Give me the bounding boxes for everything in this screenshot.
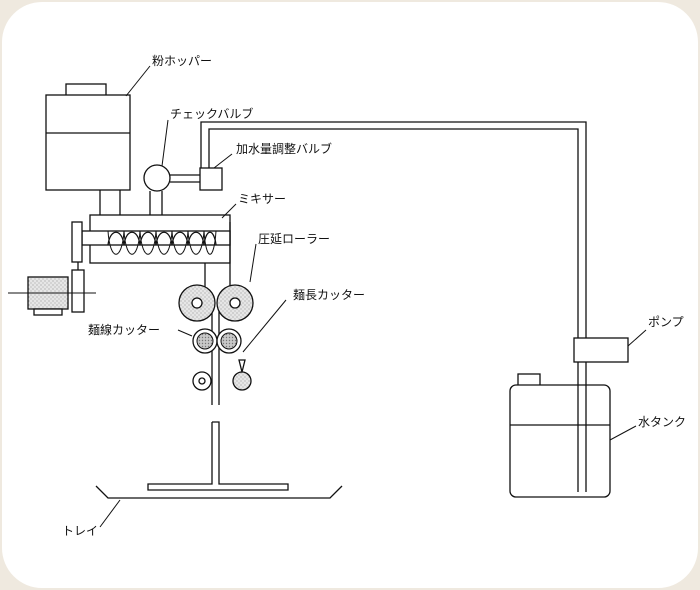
label-pump: ポンプ <box>648 315 684 329</box>
label-noodle-strand-cutter: 麺線カッター <box>88 322 160 337</box>
label-rolling-roller: 圧延ローラー <box>258 232 330 246</box>
label-mixer: ミキサー <box>238 192 286 206</box>
water-adjust-valve <box>199 167 223 191</box>
chute <box>211 222 231 405</box>
flour-hopper <box>45 83 131 215</box>
noodle-length-cutter <box>192 359 252 391</box>
label-noodle-length-cutter: 麺長カッター <box>293 288 365 302</box>
label-tray: トレイ <box>62 524 98 538</box>
noodle-strand-cutter <box>192 328 242 354</box>
water-pipe <box>200 121 587 338</box>
check-valve <box>143 164 200 215</box>
rolling-rollers <box>178 284 254 322</box>
output-chute <box>147 421 289 491</box>
label-water-adjust-valve: 加水量調整バルブ <box>236 141 332 156</box>
label-water-tank: 水タンク <box>638 415 686 429</box>
label-flour-hopper: 粉ホッパー <box>152 54 212 68</box>
leader-lines <box>99 65 647 528</box>
water-tank <box>509 362 611 498</box>
label-check-valve: チェックバルブ <box>170 106 253 121</box>
motor <box>8 221 96 316</box>
pump <box>573 337 629 363</box>
tray <box>95 485 343 499</box>
